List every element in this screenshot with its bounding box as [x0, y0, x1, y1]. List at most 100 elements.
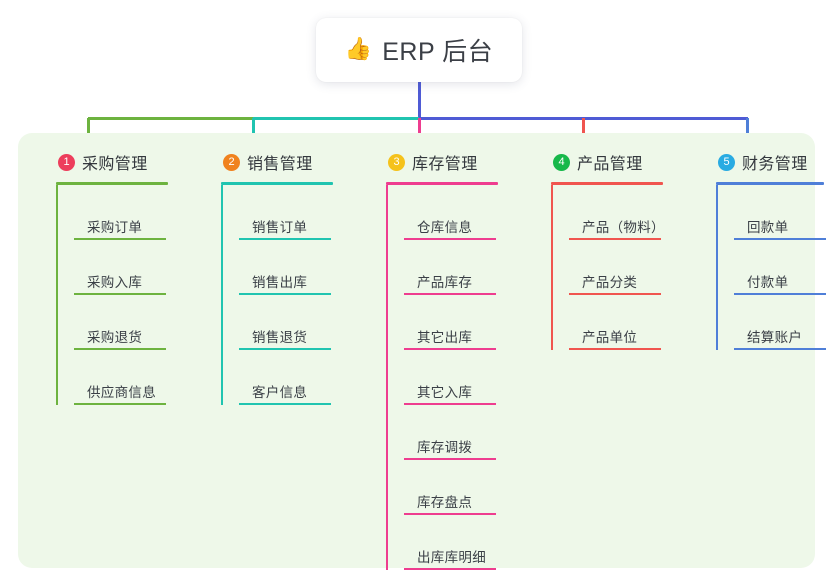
leaf-item[interactable]: 采购入库 [74, 240, 168, 295]
column-leaf-list-5: 回款单付款单结算账户 [716, 185, 826, 350]
column-2: 2 销售管理销售订单销售出库销售退货客户信息 [221, 147, 333, 405]
column-header-rule-1 [56, 182, 168, 185]
leaf-item[interactable]: 产品单位 [569, 295, 665, 350]
column-leaf-list-2: 销售订单销售出库销售退货客户信息 [221, 185, 333, 405]
column-spine-3 [386, 185, 388, 570]
leaf-underline [404, 348, 496, 350]
column-title-3: 库存管理 [412, 156, 478, 173]
column-header-1[interactable]: 1 采购管理 [56, 147, 168, 177]
leaf-label: 产品库存 [417, 275, 473, 291]
column-leaf-list-1: 采购订单采购入库采购退货供应商信息 [56, 185, 168, 405]
leaf-label: 结算账户 [747, 330, 803, 346]
column-header-2[interactable]: 2 销售管理 [221, 147, 333, 177]
column-title-4: 产品管理 [577, 156, 643, 173]
column-header-4[interactable]: 4 产品管理 [551, 147, 665, 177]
leaf-underline [734, 238, 826, 240]
leaf-label: 仓库信息 [417, 220, 473, 236]
leaf-label: 产品单位 [582, 330, 638, 346]
leaf-underline [74, 238, 166, 240]
leaf-label: 其它出库 [417, 330, 473, 346]
leaf-underline [569, 348, 661, 350]
leaf-label: 出库库明细 [417, 550, 486, 566]
leaf-label: 供应商信息 [87, 385, 156, 401]
leaf-underline [239, 293, 331, 295]
column-header-rule-2 [221, 182, 333, 185]
leaf-item[interactable]: 库存调拨 [404, 405, 498, 460]
leaf-label: 采购订单 [87, 220, 143, 236]
leaf-label: 库存调拨 [417, 440, 473, 456]
leaf-label: 产品（物料） [582, 220, 665, 236]
leaf-underline [404, 403, 496, 405]
column-badge-3: 3 [388, 153, 405, 171]
leaf-label: 付款单 [747, 275, 789, 291]
leaf-label: 销售退货 [252, 330, 308, 346]
leaf-underline [404, 293, 496, 295]
leaf-underline [404, 513, 496, 515]
mindmap-board: 1 采购管理采购订单采购入库采购退货供应商信息 2 销售管理销售订单销售出库销售退货客… [18, 133, 826, 570]
column-header-rule-5 [716, 182, 824, 185]
root-title: ERP 后台 [382, 38, 494, 66]
leaf-underline [569, 238, 661, 240]
leaf-label: 其它入库 [417, 385, 473, 401]
column-header-3[interactable]: 3 库存管理 [386, 147, 498, 177]
column-3: 3 库存管理仓库信息产品库存其它出库其它入库库存调拨库存盘点出库库明细 [386, 147, 498, 570]
column-spine-1 [56, 185, 58, 405]
thumbs-up-icon: 👍 [344, 36, 373, 61]
leaf-item[interactable]: 其它入库 [404, 350, 498, 405]
column-badge-1: 1 [58, 153, 75, 171]
leaf-underline [74, 348, 166, 350]
column-title-2: 销售管理 [247, 156, 313, 173]
column-badge-4: 4 [553, 153, 570, 171]
leaf-underline [404, 238, 496, 240]
leaf-item[interactable]: 销售订单 [239, 185, 333, 240]
leaf-item[interactable]: 采购退货 [74, 295, 168, 350]
column-spine-5 [716, 185, 718, 350]
column-header-rule-3 [386, 182, 498, 185]
leaf-underline [239, 238, 331, 240]
leaf-item[interactable]: 其它出库 [404, 295, 498, 350]
column-4: 4 产品管理产品（物料） 产品分类产品单位 [551, 147, 665, 350]
column-badge-2: 2 [223, 153, 240, 171]
leaf-label: 销售订单 [252, 220, 308, 236]
leaf-label: 回款单 [747, 220, 789, 236]
leaf-label: 采购入库 [87, 275, 143, 291]
leaf-item[interactable]: 销售出库 [239, 240, 333, 295]
leaf-label: 库存盘点 [417, 495, 473, 511]
leaf-item[interactable]: 产品分类 [569, 240, 665, 295]
leaf-item[interactable]: 结算账户 [734, 295, 826, 350]
leaf-item[interactable]: 销售退货 [239, 295, 333, 350]
leaf-underline [734, 348, 826, 350]
leaf-item[interactable]: 回款单 [734, 185, 826, 240]
leaf-label: 采购退货 [87, 330, 143, 346]
leaf-underline [74, 403, 166, 405]
leaf-item[interactable]: 客户信息 [239, 350, 333, 405]
leaf-item[interactable]: 采购订单 [74, 185, 168, 240]
column-leaf-list-3: 仓库信息产品库存其它出库其它入库库存调拨库存盘点出库库明细 [386, 185, 498, 570]
leaf-label: 客户信息 [252, 385, 308, 401]
leaf-underline [404, 568, 496, 570]
column-title-5: 财务管理 [742, 156, 808, 173]
column-header-5[interactable]: 5 财务管理 [716, 147, 824, 177]
leaf-item[interactable]: 付款单 [734, 240, 826, 295]
leaf-underline [734, 293, 826, 295]
leaf-underline [569, 293, 661, 295]
leaf-item[interactable]: 供应商信息 [74, 350, 168, 405]
leaf-label: 销售出库 [252, 275, 308, 291]
leaf-item[interactable]: 仓库信息 [404, 185, 498, 240]
leaf-underline [74, 293, 166, 295]
leaf-underline [239, 348, 331, 350]
column-badge-5: 5 [718, 153, 735, 171]
leaf-item[interactable]: 出库库明细 [404, 515, 498, 570]
leaf-item[interactable]: 产品库存 [404, 240, 498, 295]
leaf-label: 产品分类 [582, 275, 638, 291]
column-leaf-list-4: 产品（物料） 产品分类产品单位 [551, 185, 665, 350]
column-title-1: 采购管理 [82, 156, 148, 173]
column-header-rule-4 [551, 182, 663, 185]
leaf-underline [239, 403, 331, 405]
leaf-underline [404, 458, 496, 460]
column-1: 1 采购管理采购订单采购入库采购退货供应商信息 [56, 147, 168, 405]
root-node-card[interactable]: 👍 ERP 后台 [316, 18, 522, 82]
column-spine-2 [221, 185, 223, 405]
leaf-item[interactable]: 库存盘点 [404, 460, 498, 515]
leaf-item[interactable]: 产品（物料） [569, 185, 665, 240]
